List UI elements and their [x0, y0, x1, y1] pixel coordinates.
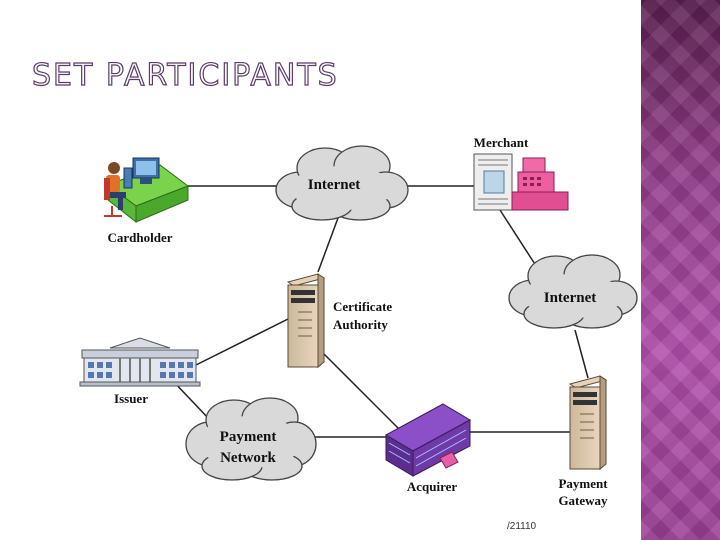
payment-network-label-line1: Payment	[220, 429, 277, 445]
certificate-authority-node: Certificate Authority	[286, 273, 392, 369]
payment-network-cloud: Payment Network	[185, 397, 317, 481]
payment-gateway-node: Payment Gateway	[558, 375, 608, 508]
internet-2-label: Internet	[544, 290, 597, 306]
cash-register-icon	[511, 157, 569, 211]
set-participants-diagram: Internet Internet Payment Network	[79, 135, 638, 508]
server-icon	[568, 375, 608, 471]
internet-cloud-1: Internet	[275, 145, 409, 221]
slide-title: SET PARTICIPANTS	[31, 57, 339, 93]
certificate-authority-label-line2: Authority	[333, 317, 388, 332]
computer-user-icon	[104, 157, 190, 224]
payment-gateway-label-line1: Payment	[558, 476, 608, 491]
cardholder-label: Cardholder	[108, 230, 173, 245]
connection-lines	[171, 185, 589, 438]
acquirer-label: Acquirer	[407, 479, 458, 494]
storefront-sign-icon	[473, 153, 513, 211]
internet-1-label: Internet	[308, 177, 361, 193]
server-icon	[286, 273, 326, 369]
payment-network-label-line2: Network	[220, 450, 276, 466]
merchant-node: Merchant	[473, 135, 569, 211]
merchant-label: Merchant	[474, 135, 529, 150]
certificate-authority-label-line1: Certificate	[333, 299, 392, 314]
issuer-label: Issuer	[114, 391, 148, 406]
internet-cloud-2: Internet	[508, 254, 638, 329]
cardholder-node: Cardholder	[104, 157, 190, 245]
issuer-node: Issuer	[79, 337, 201, 406]
office-building-icon	[384, 403, 472, 477]
payment-gateway-label-line2: Gateway	[558, 493, 608, 508]
acquirer-node: Acquirer	[384, 403, 472, 494]
bank-building-icon	[79, 337, 201, 387]
decorative-side-band	[641, 0, 720, 540]
slide-footer-number: /21110	[507, 521, 537, 532]
